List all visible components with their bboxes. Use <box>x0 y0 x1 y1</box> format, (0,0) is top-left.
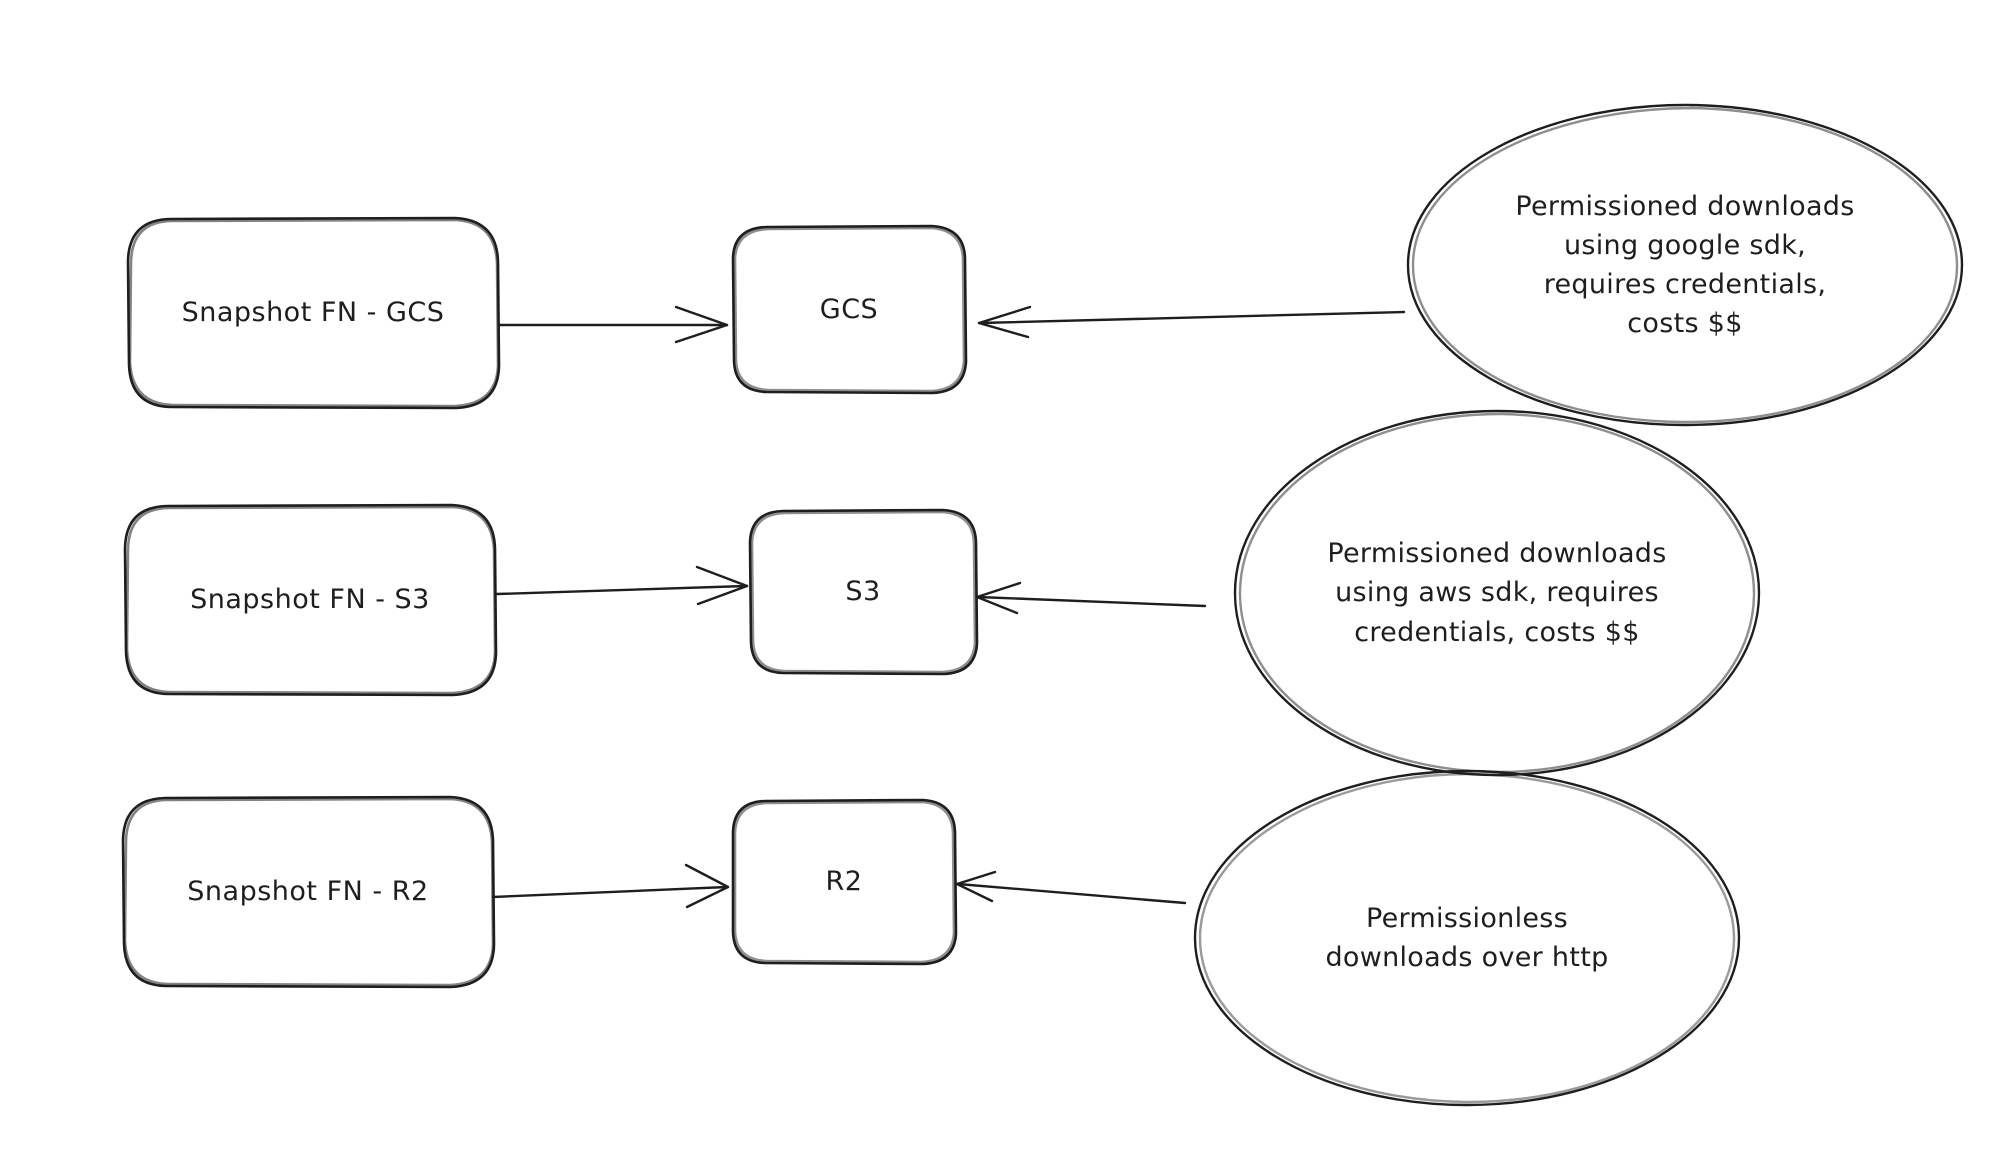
note-r2-ellipse[interactable] <box>1193 769 1741 1107</box>
hit-note-s3[interactable] <box>1235 411 1759 775</box>
hit-r2[interactable] <box>733 800 955 965</box>
hit-snapshot-fn-gcs[interactable] <box>128 218 498 408</box>
hit-note-gcs[interactable] <box>1408 105 1962 425</box>
node-snapshot-fn-gcs[interactable] <box>126 216 501 410</box>
node-s3[interactable] <box>748 508 979 676</box>
edge-note-s3-to-s3[interactable] <box>975 581 1207 615</box>
edge-snapshot-r2-to-r2[interactable] <box>491 863 730 909</box>
hit-snapshot-fn-s3[interactable] <box>125 505 495 695</box>
node-r2[interactable] <box>731 798 958 966</box>
edge-note-gcs-to-gcs[interactable] <box>977 305 1406 339</box>
node-snapshot-fn-r2[interactable] <box>121 795 496 989</box>
edge-snapshot-s3-to-s3[interactable] <box>495 565 749 606</box>
node-gcs[interactable] <box>731 224 968 395</box>
node-snapshot-fn-s3[interactable] <box>123 503 498 697</box>
edge-snapshot-gcs-to-gcs[interactable] <box>498 305 729 344</box>
hit-gcs[interactable] <box>733 226 965 394</box>
hit-note-r2[interactable] <box>1195 771 1739 1105</box>
note-gcs-ellipse[interactable] <box>1406 103 1964 427</box>
edge-note-r2-to-r2[interactable] <box>955 870 1187 905</box>
hit-s3[interactable] <box>750 510 976 675</box>
hit-snapshot-fn-r2[interactable] <box>123 797 493 987</box>
